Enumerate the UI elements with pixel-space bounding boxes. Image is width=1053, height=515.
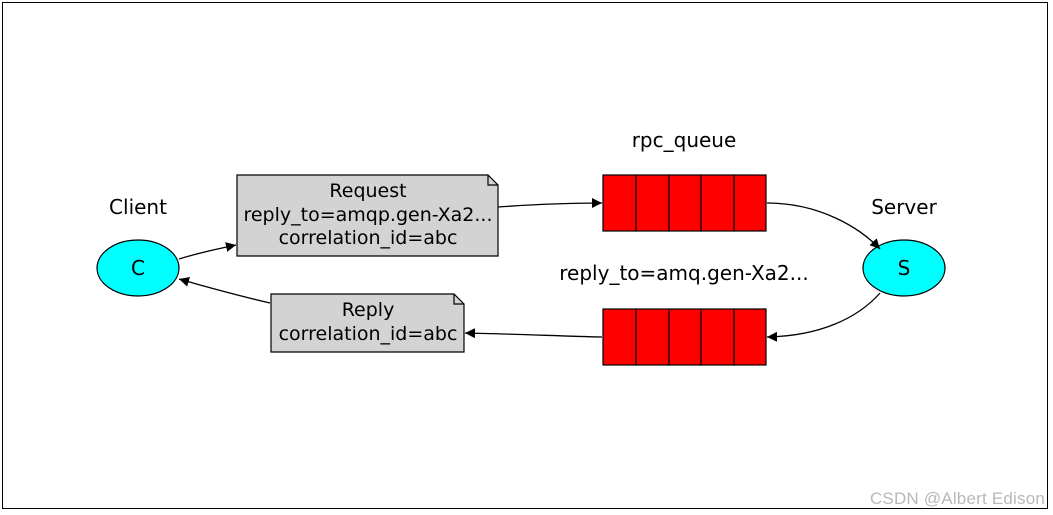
request-queue-cell: [700, 174, 735, 232]
reply-note-fold: [453, 294, 464, 305]
edge-client-to-request: [178, 242, 237, 260]
edge-rpc-queue-to-server: [766, 202, 881, 250]
reply-queue-label: reply_to=amq.gen-Xa2...: [559, 261, 808, 285]
request-queue-cell: [602, 174, 637, 232]
edge-reply-to-client: [178, 276, 271, 304]
request-line-1: Request: [329, 180, 406, 202]
edge-server-to-reply-queue: [766, 292, 881, 342]
request-note-fold: [487, 175, 498, 186]
edge-request-to-rpc-queue: [497, 198, 603, 209]
watermark: CSDN @Albert Edison: [869, 489, 1045, 508]
client-node-letter: C: [131, 256, 145, 280]
reply-queue-cell: [635, 308, 670, 366]
request-queue-cell: [733, 174, 767, 232]
request-queue-cell: [668, 174, 702, 232]
reply-line-2: correlation_id=abc: [279, 323, 458, 345]
reply-queue-cell: [700, 308, 735, 366]
server-node-letter: S: [898, 256, 911, 280]
reply-message-box: [270, 293, 465, 353]
request-queue: [602, 174, 767, 232]
client-label: Client: [109, 195, 167, 219]
edge-reply-queue-to-reply: [464, 328, 603, 339]
reply-line-1: Reply: [342, 299, 395, 321]
diagram-frame: [2, 2, 1048, 509]
request-queue-label: rpc_queue: [632, 128, 737, 152]
server-node: [862, 239, 946, 297]
reply-queue-cell: [602, 308, 637, 366]
server-label: Server: [871, 195, 937, 219]
request-queue-cell: [635, 174, 670, 232]
reply-queue: [602, 308, 767, 366]
reply-queue-cell: [668, 308, 702, 366]
request-message-box: [236, 174, 499, 257]
client-node: [96, 239, 180, 297]
request-line-3: correlation_id=abc: [279, 227, 458, 249]
reply-queue-cell: [733, 308, 767, 366]
request-line-2: reply_to=amqp.gen-Xa2...: [243, 204, 492, 226]
